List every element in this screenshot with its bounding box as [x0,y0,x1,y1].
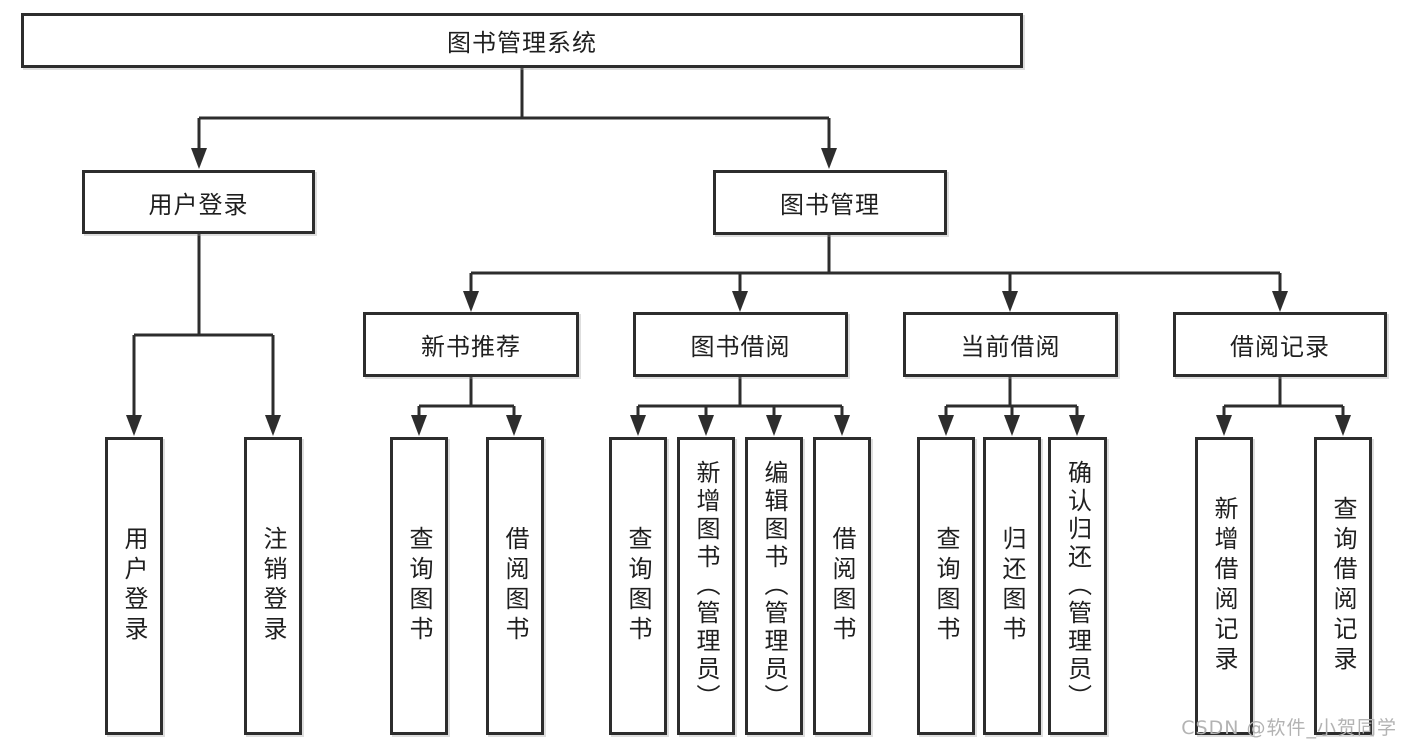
leaf-borrow-books-recommend: 借阅图书 [486,437,544,735]
leaf-user-login: 用户登录 [105,437,163,735]
node-book-management-label: 图书管理 [780,191,880,219]
leaf-query-books-current: 查询图书 [917,437,975,735]
leaf-confirm-return-admin-label: 确认归还（管理员） [1063,460,1092,712]
node-borrowing-records: 借阅记录 [1173,312,1387,377]
node-book-borrowing-label: 图书借阅 [690,333,791,361]
csdn-watermark: CSDN @软件_小贺同学 [1181,717,1397,739]
leaf-logout-label: 注销登录 [259,526,287,646]
leaf-query-books-borrowing-label: 查询图书 [624,526,652,646]
leaf-query-borrow-record: 查询借阅记录 [1314,437,1372,735]
leaf-borrow-books-borrowing-label: 借阅图书 [828,526,856,646]
node-user-login-label: 用户登录 [148,190,249,219]
node-user-login: 用户登录 [82,170,315,234]
leaf-add-borrow-record: 新增借阅记录 [1195,437,1253,735]
leaf-query-borrow-record-label: 查询借阅记录 [1329,496,1357,676]
leaf-query-books-borrowing: 查询图书 [609,437,667,735]
leaf-return-books: 归还图书 [983,437,1041,735]
leaf-user-login-label: 用户登录 [120,526,148,646]
node-library-management-system: 图书管理系统 [21,13,1023,68]
node-book-borrowing: 图书借阅 [633,312,848,377]
leaf-query-books-recommend: 查询图书 [390,437,448,735]
node-borrowing-records-label: 借阅记录 [1230,333,1330,361]
leaf-borrow-books-recommend-label: 借阅图书 [501,526,529,646]
leaf-borrow-books-borrowing: 借阅图书 [813,437,871,735]
node-book-management: 图书管理 [713,170,947,235]
leaf-query-books-current-label: 查询图书 [932,526,960,646]
node-new-book-recommendation: 新书推荐 [363,312,579,377]
leaf-add-borrow-record-label: 新增借阅记录 [1210,496,1238,676]
node-current-borrowing: 当前借阅 [903,312,1118,377]
leaf-add-books-admin: 新增图书（管理员） [677,437,735,735]
leaf-add-books-admin-label: 新增图书（管理员） [692,460,720,712]
leaf-confirm-return-admin: 确认归还（管理员） [1048,437,1107,735]
leaf-query-books-recommend-label: 查询图书 [405,526,433,646]
node-library-management-system-label: 图书管理系统 [447,29,597,57]
leaf-return-books-label: 归还图书 [998,526,1026,646]
node-new-book-recommendation-label: 新书推荐 [421,333,521,361]
leaf-logout: 注销登录 [244,437,302,735]
arrowheads [126,148,1351,436]
leaf-edit-books-admin: 编辑图书（管理员） [745,437,803,735]
leaf-edit-books-admin-label: 编辑图书（管理员） [760,460,788,712]
node-current-borrowing-label: 当前借阅 [960,333,1061,361]
